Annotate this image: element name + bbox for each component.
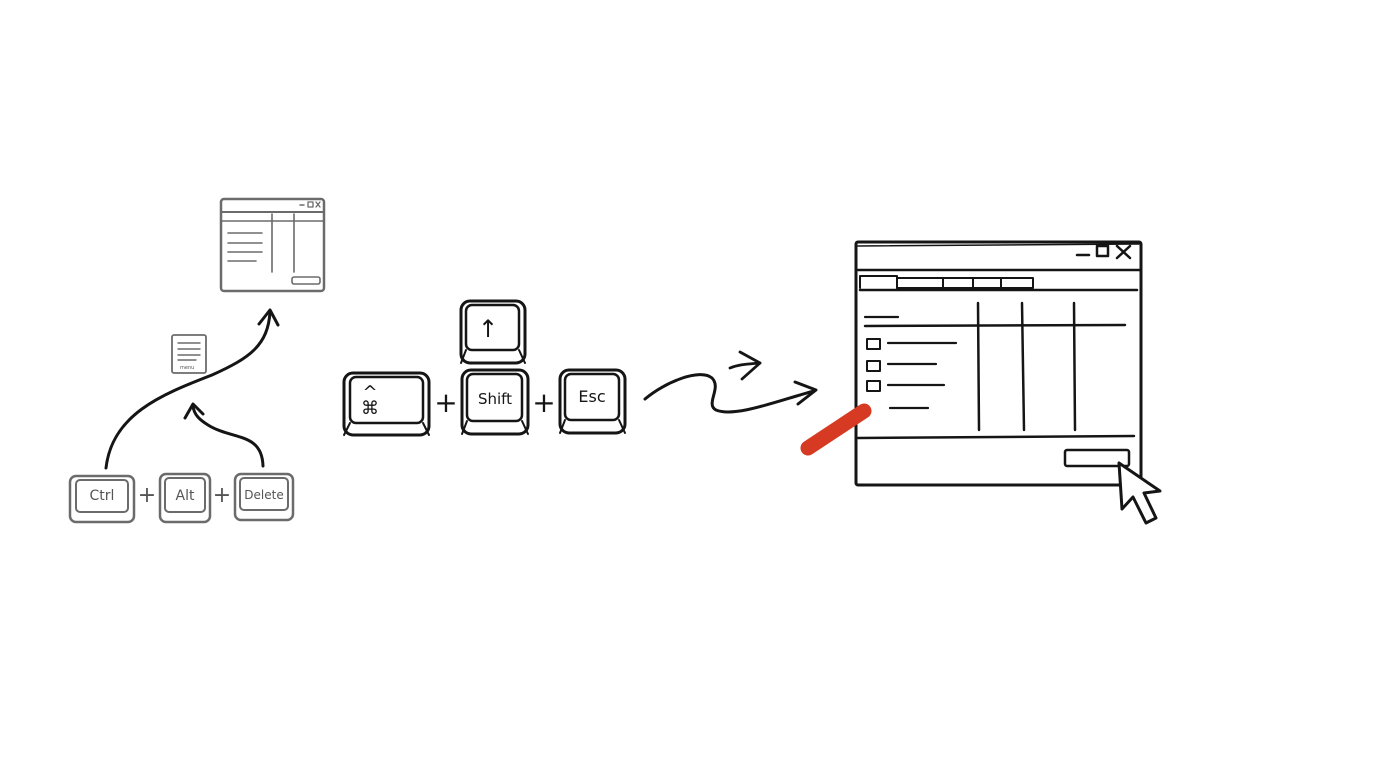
ctrl-key-label: Ctrl [90,488,115,504]
table-row [866,380,946,392]
squiggle-arrow [643,373,816,414]
maximize-icon [1095,244,1110,258]
small-arrow [728,361,762,370]
plus-sign: + [138,483,156,508]
esc-key: Esc [558,368,627,435]
command-key: ^ ⌘ [342,371,431,437]
delete-key-label: Delete [244,488,283,502]
close-icon [1115,244,1132,260]
control-symbol-icon: ^ [362,382,377,403]
ctrl-to-window-arrow [104,310,272,470]
tab-strip [858,275,1139,292]
shift-arrow-key: ↑ [459,299,527,365]
delete-key: Delete [233,472,295,522]
ctrl-key: Ctrl [68,474,136,524]
esc-key-label: Esc [578,387,605,406]
shift-key: Shift [460,368,530,436]
faint-window-icon [219,197,326,293]
up-arrow-icon: ↑ [478,315,498,343]
red-highlight-mark [800,403,872,456]
plus-sign: + [532,386,555,419]
left-windows-shortcut-group: menu Ctrl + Alt + Delete [68,197,326,524]
plus-sign: + [213,483,231,508]
delete-to-note-arrow [191,404,265,468]
task-manager-window [800,240,1162,525]
table-row [866,360,938,372]
menu-note-icon: menu [171,334,207,374]
plus-sign: + [434,386,457,419]
mac-shortcut-group: ↑ ^ ⌘ + Shift + Esc [342,299,818,437]
note-icon-label: menu [180,365,194,371]
end-task-button [1063,448,1131,468]
shift-key-label: Shift [478,390,512,408]
table-row [866,338,958,350]
command-symbol-icon: ⌘ [361,398,379,419]
mouse-pointer-icon [1117,461,1162,525]
alt-key-label: Alt [176,488,195,504]
alt-key: Alt [158,472,212,524]
